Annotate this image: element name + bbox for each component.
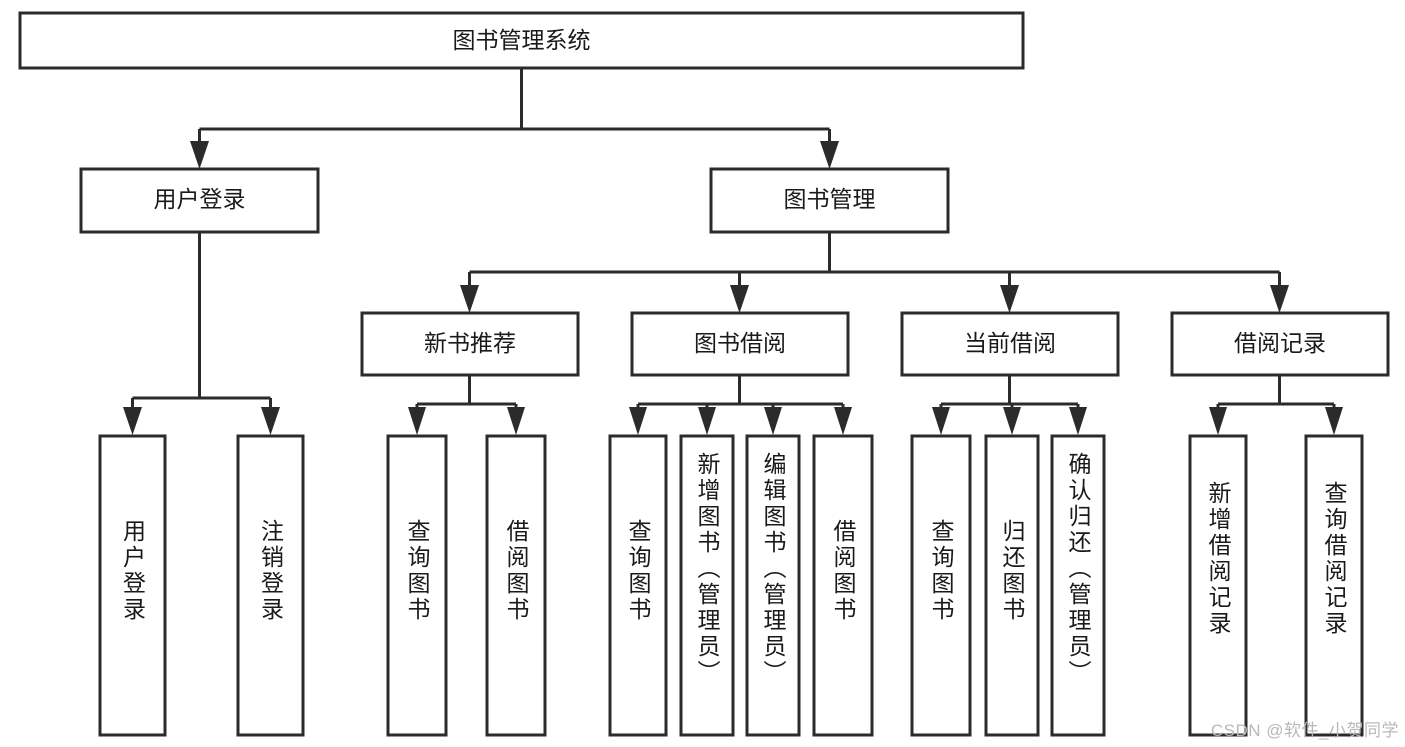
node-borrow-record[interactable]: 借阅记录 bbox=[1170, 311, 1390, 377]
node-book-management[interactable]: 图书管理 bbox=[709, 167, 950, 234]
leaf-query-book-current[interactable]: 查询图书 bbox=[910, 434, 972, 737]
leaf-query-book-current-label: 查询图书 bbox=[928, 519, 955, 623]
leaf-return-book[interactable]: 归还图书 bbox=[984, 434, 1040, 737]
leaf-query-book-rec-box[interactable] bbox=[386, 434, 448, 737]
node-root[interactable]: 图书管理系统 bbox=[18, 11, 1025, 70]
leaf-user-logout[interactable]: 注销登录 bbox=[236, 434, 305, 737]
leaf-edit-book-admin-label: 编辑图书（管理员） bbox=[760, 452, 787, 686]
node-current-borrow[interactable]: 当前借阅 bbox=[900, 311, 1120, 377]
leaf-query-book-borrow-box[interactable] bbox=[608, 434, 668, 737]
arrow-to-leaf-query-book-borrow bbox=[629, 407, 647, 435]
leaf-borrow-book-label: 借阅图书 bbox=[830, 519, 857, 623]
arrow-to-borrow-record bbox=[1270, 285, 1289, 313]
node-root-box[interactable] bbox=[18, 11, 1025, 70]
arrow-to-leaf-query-book-rec bbox=[408, 407, 426, 435]
leaf-add-borrow-record[interactable]: 新增借阅记录 bbox=[1188, 434, 1248, 737]
leaf-add-book-admin-box[interactable] bbox=[679, 434, 735, 737]
node-new-book-recommend-label: 新书推荐 bbox=[424, 330, 516, 356]
node-book-borrow[interactable]: 图书借阅 bbox=[630, 311, 850, 377]
arrow-to-leaf-query-book-current bbox=[932, 407, 950, 435]
node-book-borrow-label: 图书借阅 bbox=[694, 330, 786, 356]
leaf-confirm-return-admin[interactable]: 确认归还（管理员） bbox=[1050, 434, 1106, 737]
arrow-to-leaf-edit-book-admin bbox=[764, 407, 782, 435]
node-borrow-record-box[interactable] bbox=[1170, 311, 1390, 377]
leaf-query-borrow-record[interactable]: 查询借阅记录 bbox=[1304, 434, 1364, 737]
leaf-query-book-borrow[interactable]: 查询图书 bbox=[608, 434, 668, 737]
node-user-login-box[interactable] bbox=[79, 167, 320, 234]
node-book-management-box[interactable] bbox=[709, 167, 950, 234]
leaf-borrow-book-box[interactable] bbox=[812, 434, 874, 737]
node-root-label: 图书管理系统 bbox=[453, 27, 591, 53]
leaf-user-logout-box[interactable] bbox=[236, 434, 305, 737]
leaf-query-borrow-record-box[interactable] bbox=[1304, 434, 1364, 737]
leaf-user-login-box[interactable] bbox=[98, 434, 167, 737]
leaf-user-login[interactable]: 用户登录 bbox=[98, 434, 167, 737]
leaf-return-book-box[interactable] bbox=[984, 434, 1040, 737]
leaf-add-book-admin[interactable]: 新增图书（管理员） bbox=[679, 434, 735, 737]
leaf-add-borrow-record-label: 新增借阅记录 bbox=[1205, 481, 1232, 637]
node-current-borrow-box[interactable] bbox=[900, 311, 1120, 377]
leaf-query-book-current-box[interactable] bbox=[910, 434, 972, 737]
arrow-to-leaf-user-logout bbox=[261, 407, 280, 435]
node-user-login[interactable]: 用户登录 bbox=[79, 167, 320, 234]
arrow-to-leaf-borrow-book bbox=[834, 407, 852, 435]
node-borrow-record-label: 借阅记录 bbox=[1234, 330, 1326, 356]
arrow-to-leaf-user-login bbox=[123, 407, 142, 435]
node-new-book-recommend[interactable]: 新书推荐 bbox=[360, 311, 580, 377]
arrow-to-book-borrow bbox=[730, 285, 749, 313]
leaf-edit-book-admin[interactable]: 编辑图书（管理员） bbox=[745, 434, 801, 737]
node-new-book-recommend-box[interactable] bbox=[360, 311, 580, 377]
leaf-user-logout-label: 注销登录 bbox=[258, 519, 285, 623]
leaf-query-borrow-record-label: 查询借阅记录 bbox=[1321, 481, 1348, 637]
node-current-borrow-label: 当前借阅 bbox=[964, 330, 1056, 356]
connector-layer bbox=[123, 68, 1343, 435]
leaf-query-book-rec[interactable]: 查询图书 bbox=[386, 434, 448, 737]
node-book-management-label: 图书管理 bbox=[784, 186, 876, 212]
arrow-to-new-book-recommend bbox=[460, 285, 479, 313]
leaf-confirm-return-admin-box[interactable] bbox=[1050, 434, 1106, 737]
node-book-borrow-box[interactable] bbox=[630, 311, 850, 377]
leaf-borrow-book[interactable]: 借阅图书 bbox=[812, 434, 874, 737]
arrow-to-current-borrow bbox=[1000, 285, 1019, 313]
arrow-to-user-login bbox=[190, 141, 209, 169]
leaf-confirm-return-admin-label: 确认归还（管理员） bbox=[1065, 452, 1092, 686]
leaf-query-book-borrow-label: 查询图书 bbox=[625, 519, 652, 623]
arrow-to-leaf-borrow-book-rec bbox=[507, 407, 525, 435]
arrow-to-book-management bbox=[820, 141, 839, 169]
leaf-user-login-label: 用户登录 bbox=[120, 519, 147, 623]
arrow-to-leaf-return-book bbox=[1003, 407, 1021, 435]
leaf-add-borrow-record-box[interactable] bbox=[1188, 434, 1248, 737]
node-user-login-label: 用户登录 bbox=[154, 186, 246, 212]
arrow-to-leaf-add-borrow-record bbox=[1209, 407, 1227, 435]
leaf-borrow-book-rec[interactable]: 借阅图书 bbox=[485, 434, 547, 737]
arrow-to-leaf-query-borrow-record bbox=[1325, 407, 1343, 435]
leaf-query-book-rec-label: 查询图书 bbox=[404, 519, 431, 623]
arrow-to-leaf-add-book-admin bbox=[698, 407, 716, 435]
leaf-borrow-book-rec-box[interactable] bbox=[485, 434, 547, 737]
leaf-edit-book-admin-box[interactable] bbox=[745, 434, 801, 737]
leaf-add-book-admin-label: 新增图书（管理员） bbox=[694, 452, 721, 686]
arrow-to-leaf-confirm-return-admin bbox=[1069, 407, 1087, 435]
leaf-return-book-label: 归还图书 bbox=[999, 519, 1026, 623]
leaf-borrow-book-rec-label: 借阅图书 bbox=[503, 519, 530, 623]
